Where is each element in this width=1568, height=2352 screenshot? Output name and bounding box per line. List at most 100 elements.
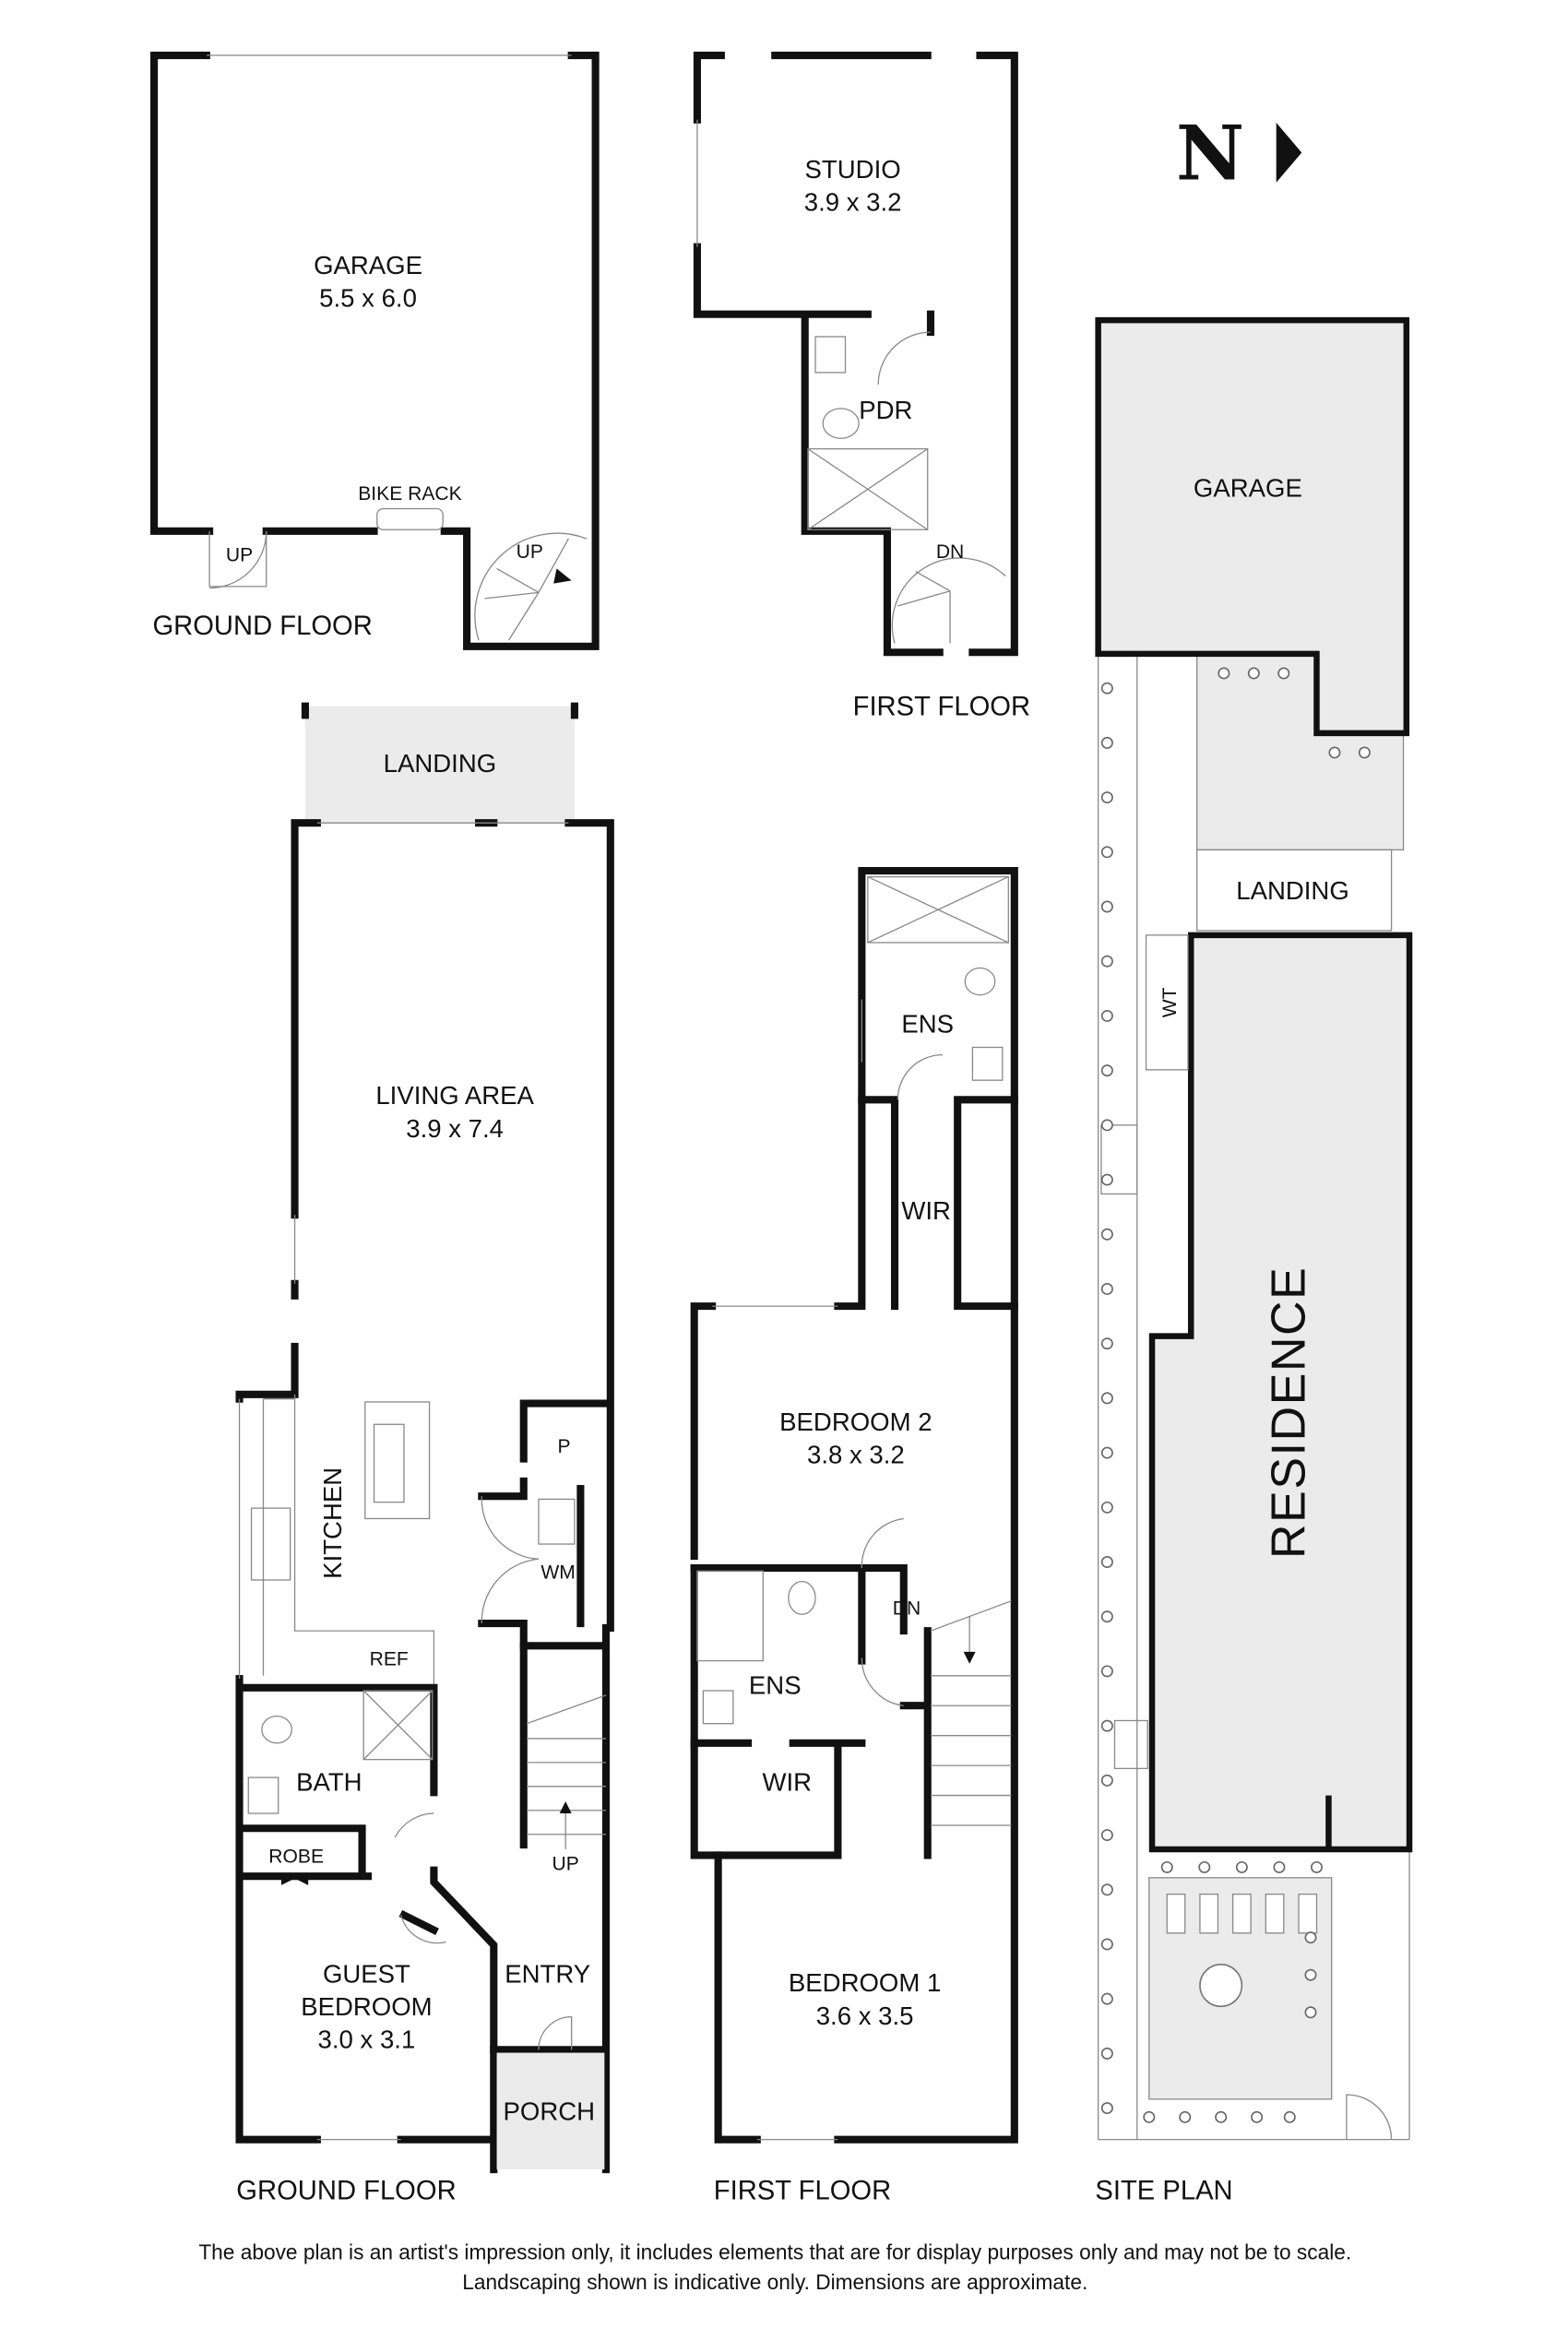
- shrub-icon: [1304, 1968, 1317, 1981]
- shrub-icon: [1100, 2102, 1113, 2115]
- disclaimer-line-1: The above plan is an artist's impression…: [198, 2239, 1351, 2263]
- side-door-area: [208, 530, 267, 588]
- wir-walls: [858, 1096, 1018, 1311]
- site-residence: [1148, 932, 1413, 1853]
- shrub-icon: [1100, 1938, 1113, 1951]
- shrub-icon: [1160, 1860, 1173, 1873]
- water-tank: [1145, 934, 1189, 1071]
- staircase: [930, 1600, 1012, 1826]
- first-floor-walls: [690, 867, 1018, 2144]
- garage-ground-floor-plan: GARAGE 5.5 x 6.0 BIKE RACK UP UP GROUND …: [150, 51, 600, 650]
- shrub-icon: [1100, 682, 1113, 695]
- room-size-garage: 5.5 x 6.0: [319, 284, 417, 313]
- room-label-bedroom1: BEDROOM 1: [789, 1968, 941, 1997]
- room-label-studio: STUDIO: [805, 155, 901, 184]
- room-label-landing: LANDING: [384, 749, 497, 778]
- label-up-stair: UP: [517, 541, 543, 563]
- toilet-icon: [964, 967, 996, 996]
- site-garage: [1095, 316, 1410, 737]
- studio-first-floor-plan: STUDIO 3.9 x 3.2 PDR DN FIRST FLOOR: [693, 51, 1030, 721]
- door-swing: [394, 1812, 446, 1944]
- shrub-icon: [1100, 1610, 1113, 1623]
- stair-up-arrow-icon: [559, 1801, 572, 1814]
- room-label-porch: PORCH: [504, 2097, 596, 2126]
- shower-icon: [696, 1570, 764, 1662]
- entry-door-swing: [538, 2015, 573, 2050]
- room-size-bedroom2: 3.8 x 3.2: [807, 1440, 905, 1468]
- room-size-bedroom1: 3.6 x 3.5: [816, 2002, 914, 2030]
- bin-icon: [1113, 1719, 1148, 1770]
- caption-ground-floor: GROUND FLOOR: [236, 2177, 456, 2206]
- shower-drain: [807, 448, 929, 530]
- porch-area: [496, 2052, 605, 2170]
- site-label-landing: LANDING: [1236, 876, 1349, 905]
- basin-icon: [702, 1690, 734, 1725]
- shrub-icon: [1100, 1173, 1113, 1186]
- sink-icon: [373, 1423, 405, 1503]
- landing-posts: [301, 702, 578, 719]
- caption-site-plan: SITE PLAN: [1095, 2177, 1232, 2206]
- door-swing: [897, 1053, 943, 1100]
- label-dn: DN: [893, 1598, 921, 1619]
- shrub-icon: [1310, 1860, 1323, 1873]
- caption-garage-ground-floor: GROUND FLOOR: [152, 612, 372, 641]
- shrub-icon: [1283, 2110, 1296, 2123]
- site-landing: [1196, 849, 1393, 932]
- site-plan: GARAGE LANDING WT RESIDENCE SITE PLAN: [1095, 316, 1413, 2206]
- caption-first-floor: FIRST FLOOR: [714, 2177, 891, 2206]
- shrub-icon: [1100, 1883, 1113, 1896]
- shrub-icon: [1100, 1119, 1113, 1132]
- north-arrow: N: [1176, 111, 1302, 198]
- shrub-icon: [1100, 1829, 1113, 1842]
- shrub-icon: [1304, 1931, 1317, 1944]
- basin-icon: [247, 1776, 279, 1814]
- spiral-stair-icon: [891, 557, 1006, 644]
- first-floor-plan: ENS WIR BEDROOM 2 3.8 x 3.2 ENS WIR DN B…: [690, 867, 1018, 2206]
- bike-rack-icon: [376, 507, 444, 530]
- landing-area: [304, 706, 575, 824]
- tree-icon: [1199, 1964, 1243, 2008]
- site-label-garage: GARAGE: [1194, 474, 1302, 503]
- shrub-icon: [1100, 1392, 1113, 1405]
- room-label-guest-line2: BEDROOM: [301, 1992, 432, 2021]
- room-label-kitchen: KITCHEN: [318, 1467, 347, 1579]
- shrub-icon: [1100, 1992, 1113, 2005]
- shrub-icon: [1100, 846, 1113, 859]
- shrub-icon: [1215, 2110, 1228, 2123]
- room-label-wir-top: WIR: [901, 1196, 951, 1225]
- shrub-icon: [1100, 1282, 1113, 1295]
- shrub-icon: [1100, 1501, 1113, 1514]
- room-size-studio: 3.9 x 3.2: [804, 188, 902, 217]
- room-label-ens-top: ENS: [901, 1009, 954, 1038]
- shower-drain: [362, 1690, 434, 1761]
- shrub-icon: [1100, 1337, 1113, 1350]
- toilet-icon: [822, 408, 860, 439]
- room-label-guest-line1: GUEST: [323, 1959, 410, 1988]
- laundry-door-swing: [481, 1496, 540, 1624]
- shrub-icon: [1179, 2110, 1192, 2123]
- shrub-icon: [1100, 791, 1113, 804]
- shrub-icon: [1100, 1665, 1113, 1678]
- room-label-wm: WM: [540, 1562, 575, 1583]
- room-size-guest: 3.0 x 3.1: [318, 2025, 416, 2054]
- staircase: [526, 1694, 607, 1849]
- shrub-icon: [1100, 1774, 1113, 1787]
- shrub-icon: [1235, 1860, 1248, 1873]
- basin-icon: [814, 336, 847, 374]
- room-label-bath: BATH: [296, 1768, 362, 1797]
- caption-studio-first-floor: FIRST FLOOR: [853, 692, 1030, 721]
- site-label-residence: RESIDENCE: [1262, 1266, 1315, 1559]
- label-ref: REF: [370, 1648, 409, 1669]
- shrub-icon: [1198, 1860, 1211, 1873]
- shrub-icon: [1100, 1556, 1113, 1568]
- room-label-robe: ROBE: [268, 1847, 324, 1868]
- shrub-icon: [1251, 2110, 1264, 2123]
- spiral-stair-icon: [474, 532, 588, 641]
- label-up: UP: [552, 1854, 579, 1875]
- shrub-icon: [1328, 746, 1341, 759]
- gate-swing: [1346, 2094, 1393, 2140]
- shrub-icon: [1100, 1446, 1113, 1459]
- room-label-ens: ENS: [749, 1670, 802, 1699]
- stair-arrow-icon: [553, 568, 572, 584]
- shrub-icon: [1100, 1009, 1113, 1022]
